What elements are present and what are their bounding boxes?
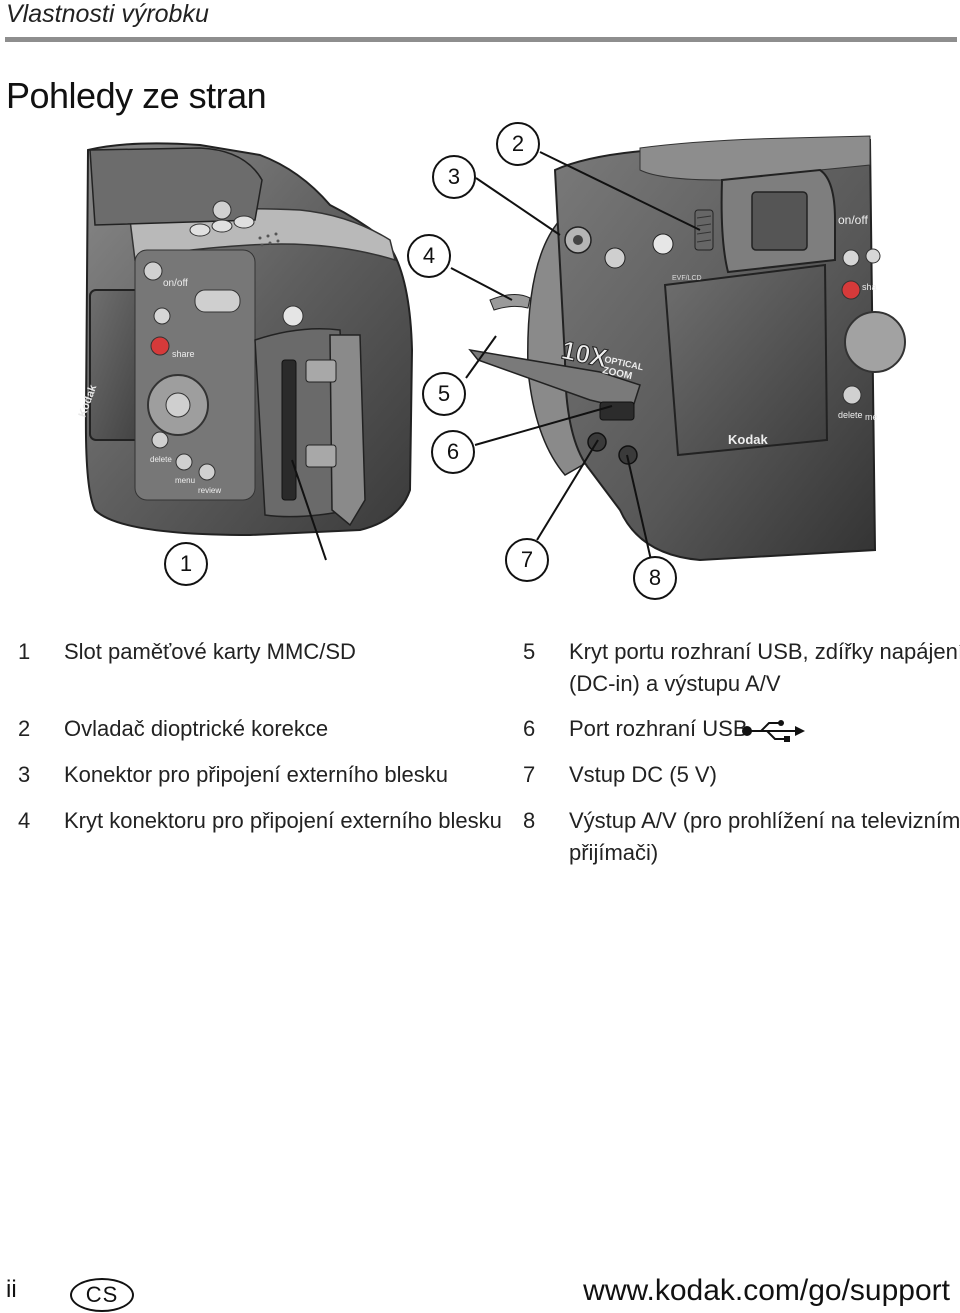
legend-text: Port rozhraní USB	[569, 716, 748, 741]
legend-text-line2: (DC-in) a výstupu A/V	[569, 671, 781, 696]
page-number: ii	[6, 1276, 17, 1303]
header-rule	[5, 37, 957, 42]
legend-text: Kryt konektoru pro připojení externího b…	[64, 808, 502, 833]
support-url[interactable]: www.kodak.com/go/support	[583, 1274, 950, 1307]
callout-1: 1	[164, 542, 208, 586]
legend-text: Konektor pro připojení externího blesku	[64, 762, 449, 787]
legend-item-3: 3 Konektor pro připojení externího blesk…	[18, 759, 488, 791]
header-title: Vlastnosti výrobku	[6, 0, 209, 28]
left-delete-label: delete	[150, 455, 172, 464]
callout-3: 3	[432, 155, 476, 199]
legend-num: 3	[18, 762, 31, 787]
legend-num: 6	[523, 716, 536, 741]
legend-item-2: 2 Ovladač dioptrické korekce	[18, 713, 488, 745]
right-menu-label: me	[865, 412, 878, 422]
legend-item-8: 8 Výstup A/V (pro prohlížení na televizn…	[523, 805, 960, 869]
leader-lines	[291, 151, 701, 561]
callout-7: 7	[505, 538, 549, 582]
callout-5: 5	[422, 372, 466, 416]
callout-2: 2	[496, 122, 540, 166]
right-evf-label: EVF/LCD	[672, 275, 702, 282]
legend-text: Výstup A/V (pro prohlížení na televizním	[569, 808, 960, 833]
legend-item-4: 4 Kryt konektoru pro připojení externího…	[18, 805, 508, 837]
right-camera: Kodak EVF/LCD on/off sha delete me 10X O…	[468, 135, 906, 562]
camera-figure: on/off share delete menu review	[0, 110, 960, 610]
callout-8: 8	[633, 556, 677, 600]
right-share-label: sha	[862, 282, 877, 292]
legend-text: Slot paměťové karty MMC/SD	[64, 639, 356, 664]
section-title: Pohledy ze stran	[6, 75, 267, 116]
callout-4: 4	[407, 234, 451, 278]
legend-num: 5	[523, 639, 536, 664]
legend-text: Vstup DC (5 V)	[569, 762, 717, 787]
language-badge: CS	[70, 1278, 134, 1312]
legend-item-5: 5 Kryt portu rozhraní USB, zdířky napáje…	[523, 636, 960, 700]
legend-num: 1	[18, 639, 31, 664]
right-delete-label: delete	[838, 410, 863, 420]
legend-text-line2: přijímači)	[569, 840, 659, 865]
right-brand-label: Kodak	[728, 432, 769, 447]
legend-item-1: 1 Slot paměťové karty MMC/SD	[18, 636, 488, 668]
left-share-label: share	[172, 349, 195, 359]
left-onoff-label: on/off	[163, 278, 188, 289]
legend-num: 8	[523, 808, 536, 833]
left-menu-label: menu	[175, 476, 195, 485]
legend-item-7: 7 Vstup DC (5 V)	[523, 759, 953, 791]
left-review-label: review	[198, 486, 221, 495]
usb-icon	[742, 720, 805, 742]
left-camera: on/off share delete menu review	[77, 142, 414, 537]
right-onoff-label: on/off	[838, 213, 868, 227]
legend-num: 4	[18, 808, 31, 833]
legend-text: Ovladač dioptrické korekce	[64, 716, 329, 741]
callout-6: 6	[431, 430, 475, 474]
camera-illustration: on/off share delete menu review	[77, 135, 906, 562]
legend-num: 7	[523, 762, 536, 787]
legend-text: Kryt portu rozhraní USB, zdířky napájení	[569, 639, 960, 664]
legend-item-6: 6 Port rozhraní USB	[523, 713, 953, 745]
legend-num: 2	[18, 716, 31, 741]
